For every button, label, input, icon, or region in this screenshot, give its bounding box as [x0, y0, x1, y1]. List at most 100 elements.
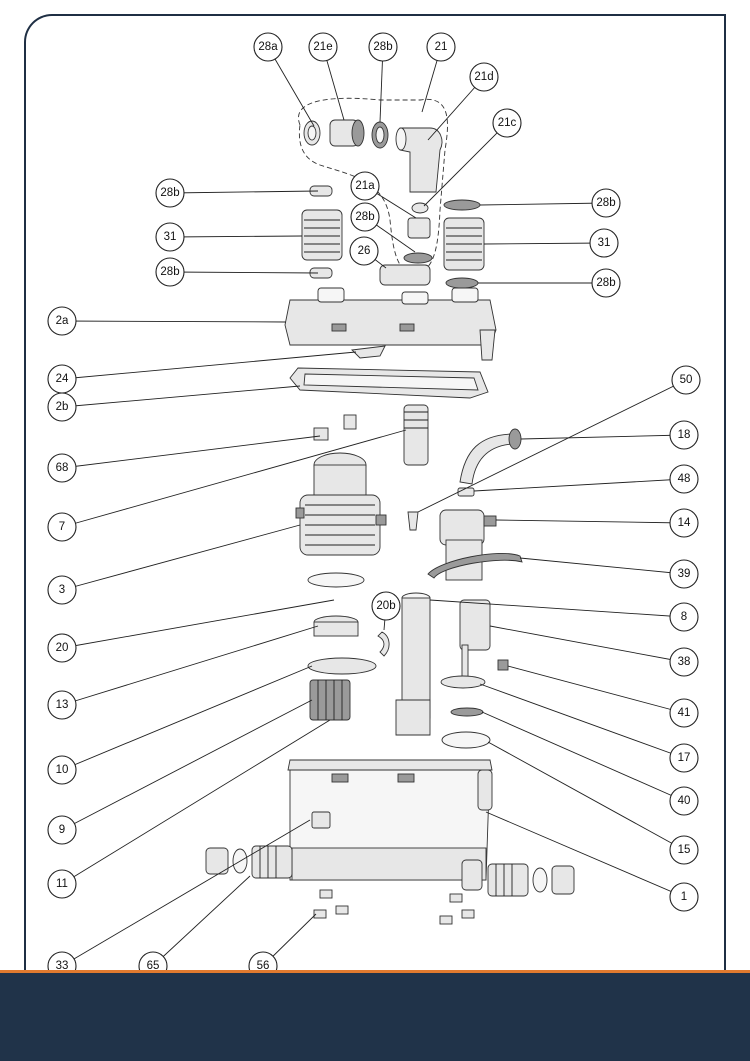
callout-circle [368, 32, 398, 62]
callout-7: 7 [47, 512, 77, 542]
callout-circle [371, 591, 401, 621]
callout-number: 39 [678, 568, 691, 580]
part-15 [441, 731, 491, 749]
part-33 [311, 811, 331, 829]
callout-number: 8 [681, 611, 687, 623]
leader-line [481, 711, 685, 802]
callout-48: 48 [669, 464, 699, 494]
part-10 [307, 657, 377, 675]
leader-line [61, 435, 321, 469]
part-24 [351, 345, 386, 359]
callout-circle [47, 392, 77, 422]
callout-10: 10 [47, 755, 77, 785]
leader-line [417, 379, 687, 513]
part-21a [407, 217, 431, 239]
callout-circle [350, 202, 380, 232]
leader-line [495, 519, 685, 524]
callout-circle [47, 512, 77, 542]
callout-21d: 21d [469, 62, 499, 92]
diagram-frame [24, 14, 726, 972]
callout-number: 48 [678, 473, 691, 485]
callout-number: 31 [598, 237, 611, 249]
callout-number: 56 [257, 960, 270, 970]
callout-number: 40 [678, 795, 691, 807]
callout-circle [47, 633, 77, 663]
callout-circle [308, 32, 338, 62]
part-28b-right-lower [445, 277, 479, 289]
part-48 [457, 487, 475, 497]
callout-56: 56 [248, 951, 278, 970]
callout-number: 28a [258, 41, 278, 53]
callout-41: 41 [669, 698, 699, 728]
callout-circle [47, 453, 77, 483]
part-41 [497, 659, 509, 671]
part-65-right [487, 863, 575, 897]
callout-13: 13 [47, 690, 77, 720]
callout-number: 21e [313, 41, 332, 53]
callout-28b: 28b [368, 32, 398, 62]
part-14 [439, 509, 497, 546]
callout-number: 15 [678, 844, 691, 856]
callout-number: 7 [59, 521, 65, 533]
callout-number: 18 [678, 429, 691, 441]
callout-28a: 28a [253, 32, 283, 62]
callout-20b: 20b [371, 591, 401, 621]
leader-line [267, 46, 315, 127]
callout-circle [155, 178, 185, 208]
callout-number: 26 [358, 245, 371, 257]
callout-circle [47, 951, 77, 970]
leader-line [61, 699, 313, 831]
callout-number: 20b [376, 600, 395, 612]
callout-40: 40 [669, 786, 699, 816]
callout-17: 17 [669, 743, 699, 773]
callout-21a: 21a [350, 171, 380, 201]
part-20 [307, 572, 365, 588]
callout-number: 28b [373, 41, 392, 53]
callout-circle [669, 602, 699, 632]
callout-number: 65 [147, 960, 160, 970]
callout-31: 31 [155, 222, 185, 252]
callout-number: 21 [435, 41, 448, 53]
part-38 [459, 599, 491, 651]
callout-number: 17 [678, 752, 691, 764]
callout-2a: 2a [47, 306, 77, 336]
part-9 [309, 679, 351, 721]
callout-number: 2b [56, 401, 69, 413]
callout-21c: 21c [492, 108, 522, 138]
leader-line [479, 683, 685, 759]
callout-circle [138, 951, 168, 970]
callout-circle [492, 108, 522, 138]
callout-number: 38 [678, 656, 691, 668]
callout-28b: 28b [591, 268, 621, 298]
callout-31: 31 [589, 228, 619, 258]
callout-circle [47, 690, 77, 720]
callout-50: 50 [671, 365, 701, 395]
footer-band [0, 973, 750, 1061]
callout-circle [669, 647, 699, 677]
part-26 [379, 264, 431, 286]
callout-28b: 28b [155, 178, 185, 208]
callout-circle [248, 951, 278, 970]
part-21e [329, 119, 365, 147]
part-17 [440, 644, 486, 689]
callout-circle [669, 508, 699, 538]
callout-number: 28b [160, 266, 179, 278]
callout-number: 13 [56, 699, 69, 711]
leader-line [429, 599, 685, 618]
callout-circle [349, 236, 379, 266]
callout-circle [669, 786, 699, 816]
part-39 [427, 539, 523, 581]
callout-number: 33 [56, 960, 69, 970]
callout-circle [589, 228, 619, 258]
part-50 [407, 511, 419, 531]
callout-21: 21 [426, 32, 456, 62]
leader-line [423, 122, 508, 207]
callout-number: 14 [678, 517, 691, 529]
part-28b-mid [403, 252, 433, 264]
exploded-parts-diagram: 28a21e28b2121d21c28b21a28b3128b312628b28… [47, 32, 701, 970]
callout-number: 24 [56, 373, 69, 385]
callout-circle [669, 698, 699, 728]
leader-line [61, 429, 407, 528]
callout-33: 33 [47, 951, 77, 970]
